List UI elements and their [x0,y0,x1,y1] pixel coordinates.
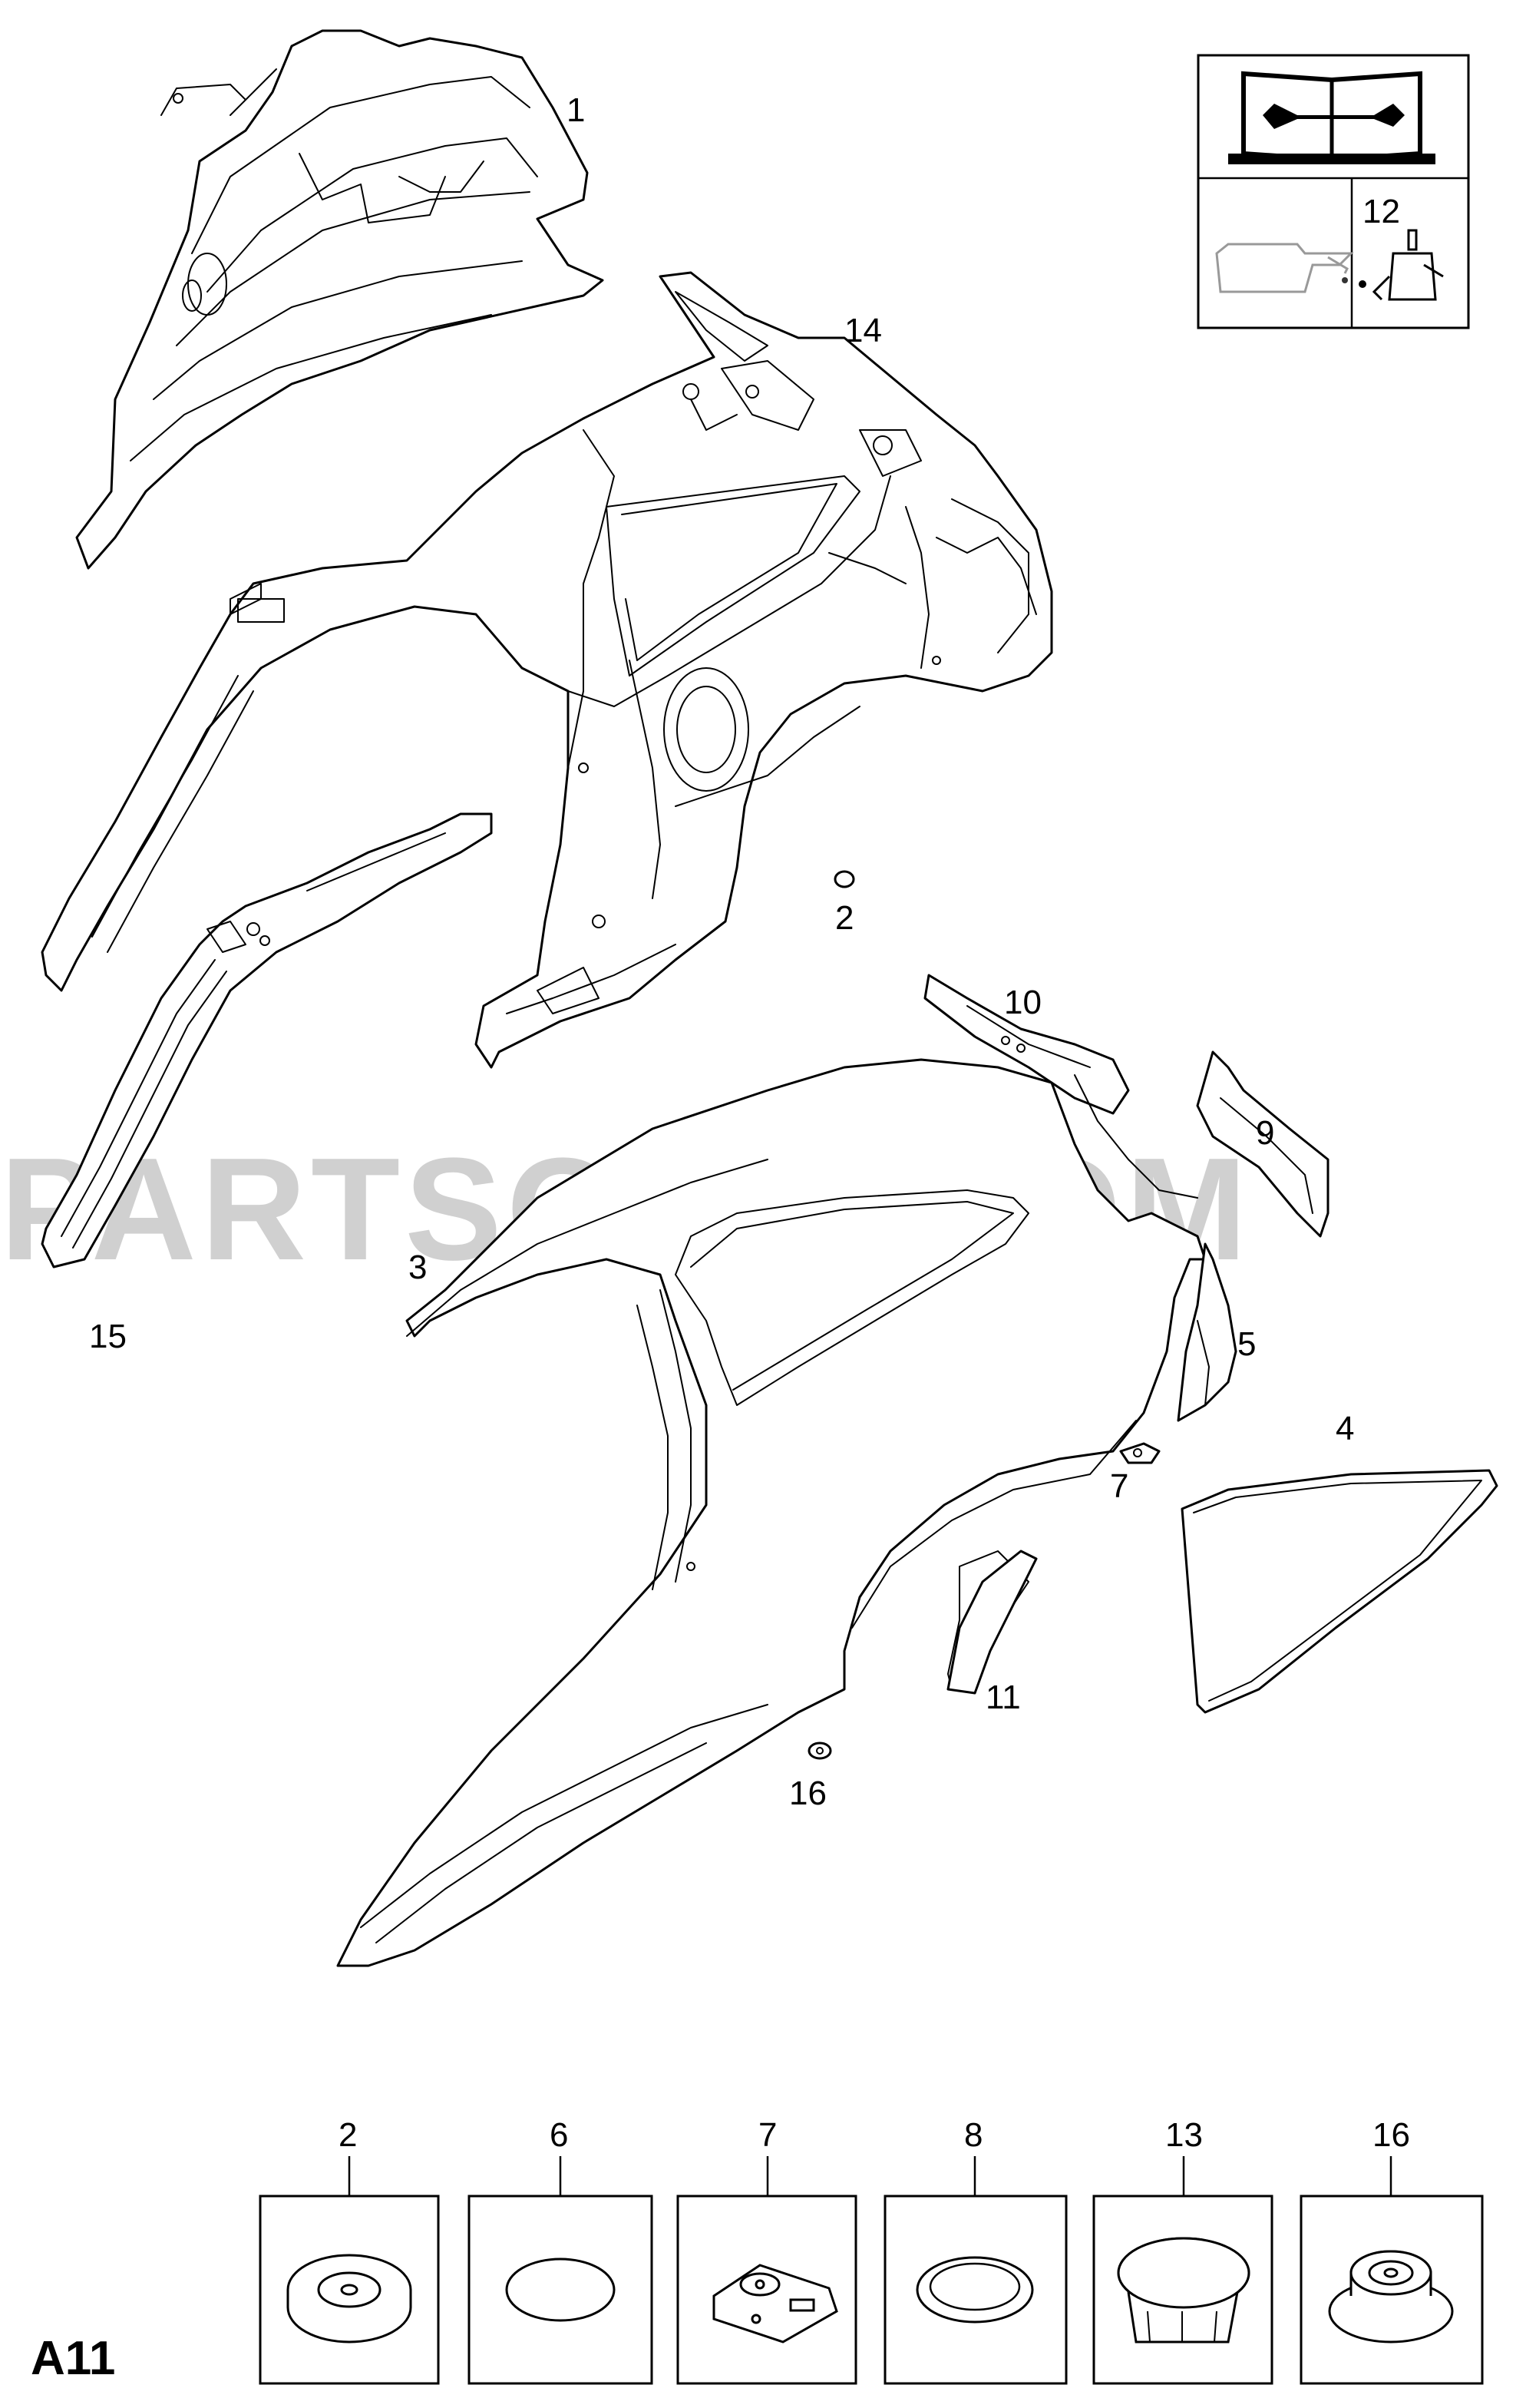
detail-label: 7 [758,2116,777,2154]
diagram-code: A11 [31,2332,115,2385]
callout-10: 10 [1004,984,1042,1021]
detail-label: 2 [339,2116,357,2154]
detail-box[interactable]: 8 [884,2116,1068,2385]
part-7-clip[interactable] [1119,1442,1161,1464]
detail-box[interactable]: 6 [467,2116,653,2385]
part-4-quarter-window[interactable] [1181,1469,1498,1714]
plug-icon [505,2258,616,2322]
part-11-trim-strip[interactable] [946,1550,1038,1695]
part-5-reinforcement[interactable] [1177,1242,1237,1422]
callout-1: 1 [566,91,585,129]
grommet-icon [286,2254,412,2344]
part-3-outer-side-panel[interactable] [336,1058,1207,1967]
callout-5: 5 [1237,1325,1256,1363]
plug-icon [916,2256,1034,2324]
callout-9: 9 [1256,1114,1274,1152]
detail-box[interactable]: 2 [259,2116,440,2385]
part-1-wheelhouse[interactable] [75,29,604,570]
callout-7: 7 [1110,1467,1128,1505]
oil-can-icon [1215,243,1354,293]
clip-icon [712,2264,838,2344]
cap-icon [1117,2237,1250,2344]
adhesive-bottle-icon [1359,229,1444,301]
wrench-book-icon [1228,71,1435,164]
detail-label: 8 [964,2116,983,2154]
callout-14: 14 [844,312,882,349]
part-10-bracket[interactable] [923,974,1130,1115]
callout-2: 2 [835,899,854,937]
detail-box[interactable]: 16 [1300,2116,1484,2385]
callout-3: 3 [408,1249,427,1286]
callout-11: 11 [986,1679,1021,1716]
detail-label: 16 [1372,2116,1410,2154]
part-14-inner-quarter-panel[interactable] [41,271,1053,1069]
detail-label: 13 [1165,2116,1203,2154]
part-16-grommet[interactable] [808,1742,832,1760]
part-2-grommet[interactable] [834,870,855,888]
adhesive-label: 12 [1362,193,1400,230]
detail-box[interactable]: 13 [1092,2116,1273,2385]
detail-box[interactable]: 7 [676,2116,857,2385]
part-9-bracket[interactable] [1196,1050,1329,1238]
callout-15: 15 [89,1318,127,1355]
detail-box-row: 2 6 7 [259,2116,1484,2385]
detail-label: 6 [550,2116,568,2154]
part-15-roof-rail-reinforcement[interactable] [41,812,493,1268]
callout-16: 16 [789,1775,827,1812]
callout-4: 4 [1336,1410,1354,1447]
service-icon-box: 12 [1197,54,1470,329]
grommet-icon [1328,2250,1454,2344]
